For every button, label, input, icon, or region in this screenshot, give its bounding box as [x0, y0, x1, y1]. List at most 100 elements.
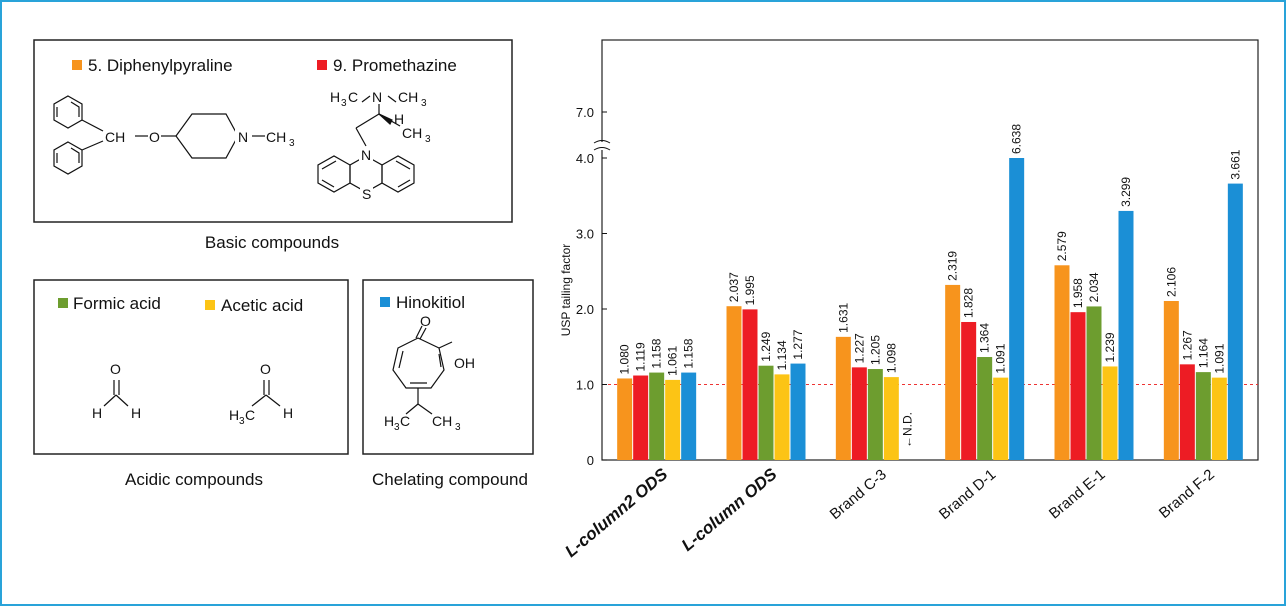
acetic-oxygen-label: O — [260, 361, 271, 377]
data-label: 3.661 — [1228, 149, 1242, 179]
data-label: 2.106 — [1164, 267, 1178, 297]
basic-compounds-panel: 5. Diphenylpyraline 9. Promethazine CH O — [33, 39, 513, 223]
legend-label-formic-acid: Formic acid — [73, 294, 161, 313]
bar — [977, 357, 993, 460]
data-label: 1.364 — [978, 323, 992, 353]
x-tick-label: L-column2 ODS — [561, 464, 671, 561]
data-label: 1.158 — [682, 338, 696, 368]
amine-methyl-subscript: 3 — [421, 98, 427, 109]
bar — [617, 378, 633, 460]
acetic-acid-structure — [251, 380, 281, 407]
methyl-label: CH — [266, 129, 286, 145]
data-label: 1.267 — [1180, 330, 1194, 360]
h3c-label: H — [330, 89, 340, 105]
legend-swatch-promethazine — [317, 60, 327, 70]
axis-break-gap — [594, 142, 610, 150]
hinokitiol-structure — [392, 325, 453, 415]
legend-swatch-hinokitiol — [380, 297, 390, 307]
legend-label-diphenylpyraline: 5. Diphenylpyraline — [88, 56, 233, 75]
acidic-compounds-panel: Formic acid Acetic acid O H H O H 3 C H — [33, 279, 349, 455]
y-axis-label: USP tailing factor — [559, 244, 573, 337]
acetic-h3c-carbon: C — [245, 407, 255, 423]
nd-annotation: ←N.D. — [900, 412, 914, 448]
x-tick-label: L-column ODS — [678, 464, 781, 555]
basic-compounds-caption: Basic compounds — [205, 233, 339, 252]
hinokitiol-h3c-label: H — [384, 413, 394, 429]
bar — [961, 321, 977, 460]
ring-nitrogen-label: N — [361, 147, 371, 163]
methyl-subscript: 3 — [289, 138, 295, 149]
bar — [1086, 306, 1102, 460]
hinokitiol-h3c-subscript: 3 — [394, 422, 400, 433]
data-label: 1.227 — [852, 333, 866, 363]
bar — [1163, 300, 1179, 460]
bar — [681, 372, 697, 460]
hinokitiol-oxygen-label: O — [420, 313, 431, 329]
data-label: 2.034 — [1087, 272, 1101, 302]
data-label: 1.239 — [1103, 332, 1117, 362]
formic-h-right: H — [131, 405, 141, 421]
hinokitiol-ch3-label: CH — [432, 413, 452, 429]
nitrogen-label: N — [238, 129, 248, 145]
oxygen-label: O — [149, 129, 160, 145]
data-label: 1.277 — [791, 329, 805, 359]
plot-area — [601, 39, 1259, 461]
x-tick-label: Brand F-2 — [1156, 466, 1218, 522]
data-label: 1.098 — [884, 343, 898, 373]
formic-acid-structure — [103, 380, 129, 407]
chelating-compound-caption: Chelating compound — [372, 470, 528, 489]
legend-swatch-formic-acid — [58, 298, 68, 308]
data-label: 1.091 — [994, 343, 1008, 373]
acetic-h-label: H — [283, 405, 293, 421]
axis-break-marks — [593, 140, 611, 151]
bar — [633, 375, 649, 460]
bar — [665, 379, 681, 460]
data-label: 1.828 — [962, 288, 976, 318]
x-tick-label: Brand E-1 — [1046, 466, 1109, 522]
ch-label: CH — [105, 129, 125, 145]
bar — [1179, 364, 1195, 460]
data-label: 1.061 — [666, 346, 680, 376]
data-label: 1.958 — [1071, 278, 1085, 308]
bar — [726, 306, 742, 460]
data-label: 2.037 — [727, 272, 741, 302]
bar — [1195, 372, 1211, 460]
hinokitiol-oh-label: OH — [454, 355, 475, 371]
bar — [993, 377, 1009, 460]
y-tick-label: 2.0 — [576, 302, 594, 317]
y-axis: 01.02.03.04.07.0 — [576, 105, 607, 468]
legend-swatch-acetic-acid — [205, 300, 215, 310]
data-label: 1.158 — [650, 338, 664, 368]
bar — [883, 377, 899, 460]
hinokitiol-ch3-subscript: 3 — [455, 422, 461, 433]
amine-nitrogen-label: N — [372, 89, 382, 105]
data-label: 1.119 — [634, 342, 648, 371]
axis-break-curve — [593, 140, 611, 144]
bar — [1118, 210, 1134, 460]
bars — [617, 158, 1243, 461]
data-label: 1.249 — [759, 331, 773, 361]
bar — [1227, 183, 1243, 461]
bar — [1054, 265, 1070, 460]
bar — [649, 372, 665, 460]
acetic-h3c-label: H — [229, 407, 239, 423]
bar — [758, 365, 774, 460]
bar — [790, 363, 806, 460]
data-label: 1.091 — [1212, 343, 1226, 373]
h3c-subscript: 3 — [341, 98, 347, 109]
x-tick-label: Brand D-1 — [936, 466, 999, 523]
x-tick-label: Brand C-3 — [827, 466, 890, 523]
y-tick-label: 0 — [587, 453, 594, 468]
data-label: 1.134 — [775, 340, 789, 370]
bar — [1070, 312, 1086, 460]
chelating-compound-panel: Hinokitiol O OH H 3 C CH 3 — [362, 279, 534, 455]
stereo-h-label: H — [394, 111, 404, 127]
bar — [835, 336, 851, 460]
bar — [851, 367, 867, 460]
h3c-carbon: C — [348, 89, 358, 105]
data-label: 1.080 — [618, 344, 632, 374]
promethazine-methyl-subscript: 3 — [425, 134, 431, 145]
bar — [1009, 158, 1025, 460]
